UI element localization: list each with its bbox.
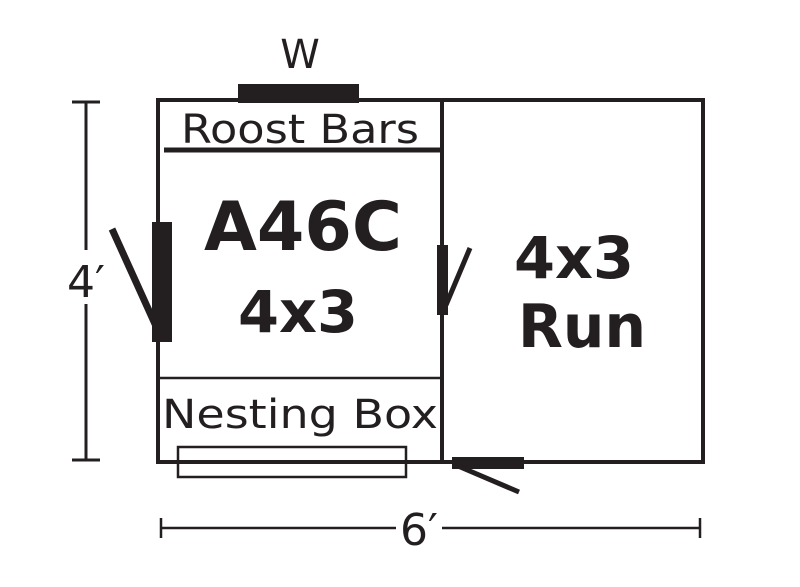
middle-door — [437, 245, 448, 315]
nesting-box-label: Nesting Box — [162, 392, 438, 438]
coop-size-label: 4x3 — [238, 278, 358, 346]
run-door — [452, 457, 524, 469]
run-size-label: 4x3 — [514, 224, 634, 292]
roost-bars-label: Roost Bars — [181, 107, 419, 153]
width-dimension-label: 6′ — [400, 505, 438, 556]
run-label: Run — [518, 292, 646, 362]
left-door — [152, 222, 172, 342]
run-door-swing — [457, 463, 520, 495]
nesting-box-access — [176, 445, 408, 479]
middle-door-swing — [443, 247, 473, 306]
window-label: W — [280, 32, 320, 78]
left-door-swing — [108, 227, 164, 337]
height-dimension-label: 4′ — [67, 257, 105, 308]
window-marker — [238, 84, 359, 103]
model-label: A46C — [204, 188, 402, 267]
